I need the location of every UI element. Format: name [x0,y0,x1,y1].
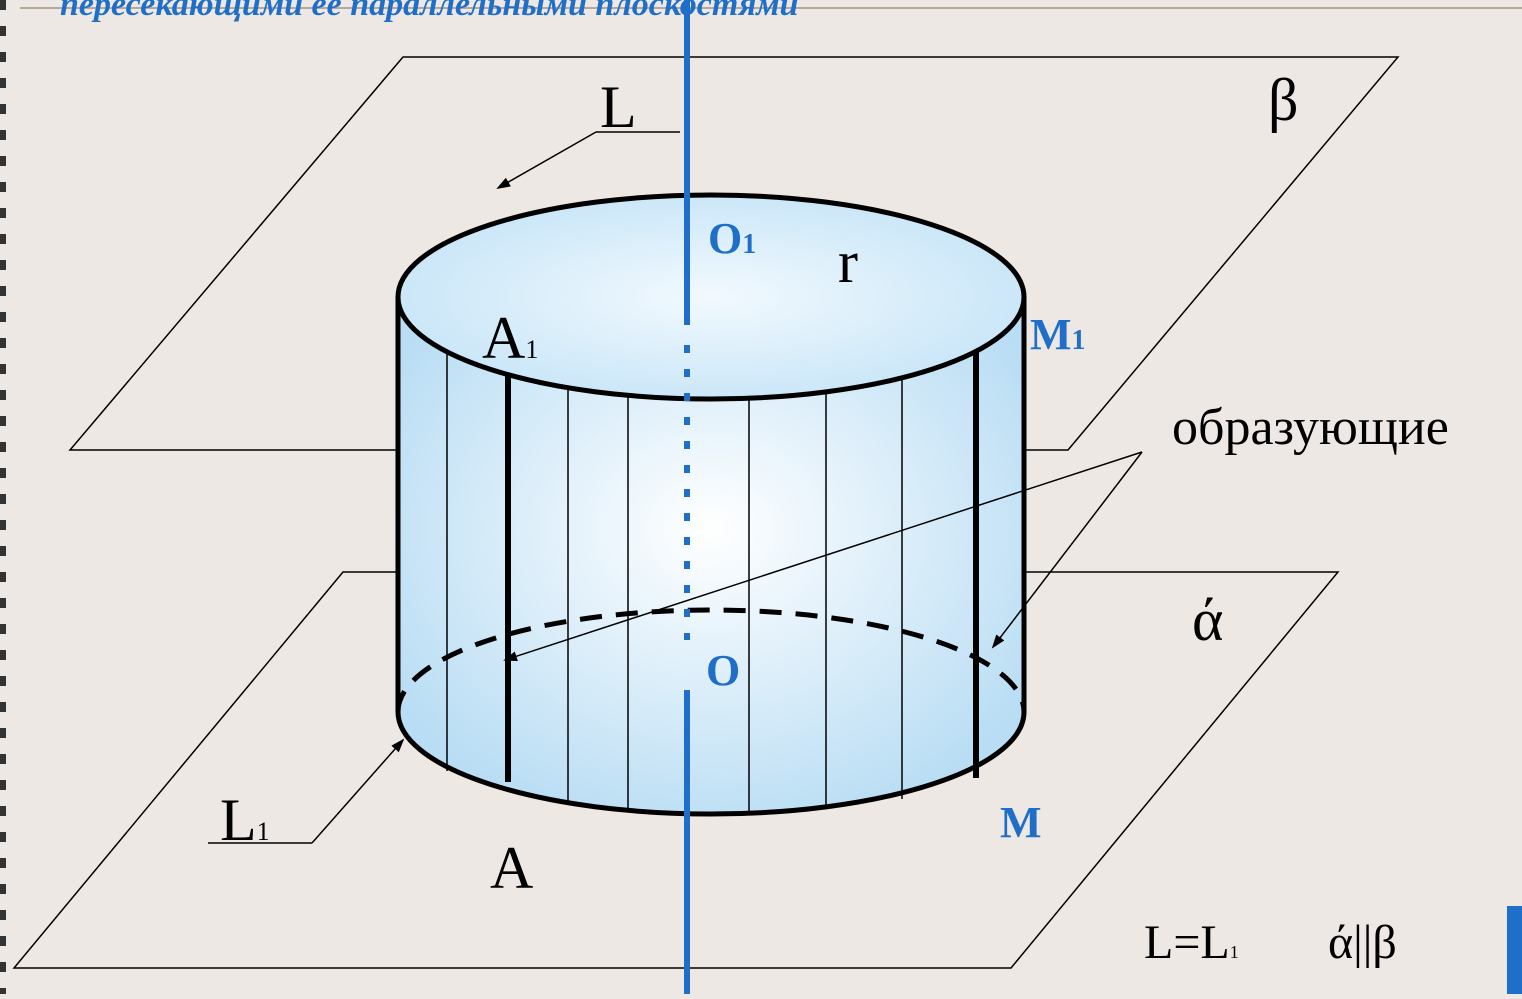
equation-L-sub: 1 [1230,942,1239,962]
heading-text: пересекающими ее параллельными плоскостя… [60,0,798,23]
label-L: L [600,74,637,140]
generators-arrow-right [991,451,1143,649]
plane-beta [68,56,1400,451]
label-beta: β [1268,67,1299,133]
label-A: A [490,835,533,901]
label-M1-main: M [1030,310,1072,359]
top-base [395,192,1027,402]
label-L1-sub: 1 [257,817,270,846]
label-O1-sub: 1 [742,229,756,260]
equation-parallel: ά||β [1328,916,1397,969]
label-A1: A1 [482,305,538,371]
corner-decoration [1507,906,1522,994]
cylinder-body [398,297,1024,814]
L-arrow [496,131,597,189]
label-L1-main: L [220,787,257,853]
cylinder-generators [446,343,903,812]
label-O1: O1 [708,214,756,263]
label-A1-sub: 1 [525,335,538,364]
equation-L-eq-L1: L=L1 [1144,916,1239,969]
equation-L-main: L=L [1144,916,1230,969]
label-generators: образующие [1172,399,1449,456]
label-M1: M1 [1030,310,1086,359]
label-r: r [838,229,858,295]
label-alpha: ά [1192,587,1223,653]
label-L1: L1 [220,787,270,853]
label-M: M [1000,798,1042,847]
label-A1-main: A [482,305,525,371]
generators-arrow-left [503,451,1143,662]
label-O1-main: O [708,214,742,263]
label-O: O [706,646,740,695]
label-M1-sub: 1 [1072,325,1086,356]
L1-arrow [311,738,405,844]
bottom-base-back [395,607,1027,713]
arrows [208,131,1143,844]
bottom-base-front [395,711,1027,817]
